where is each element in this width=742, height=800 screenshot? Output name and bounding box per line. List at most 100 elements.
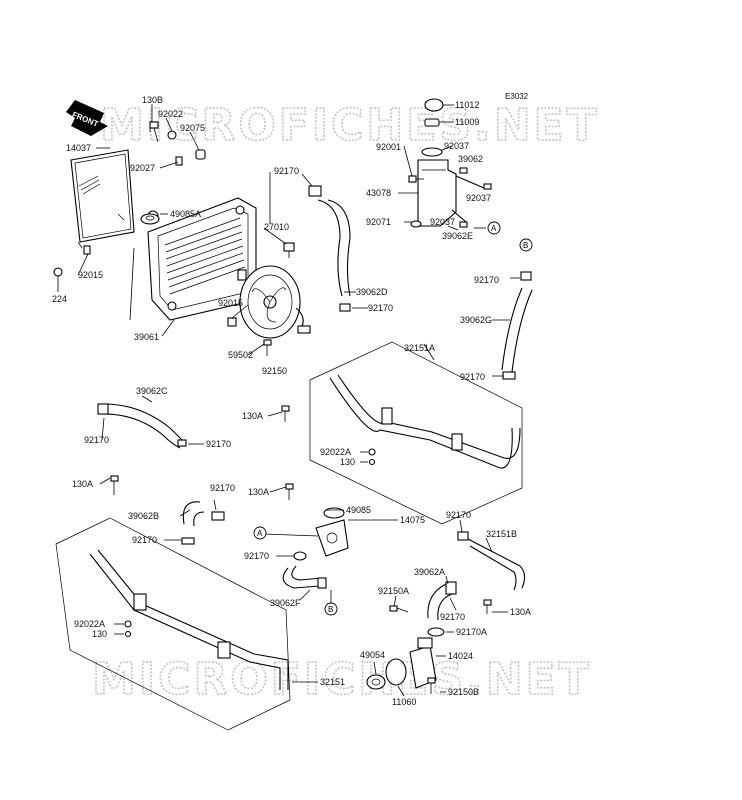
part-label-39062e: 39062E bbox=[442, 231, 473, 241]
part-label-92170-top: 92170 bbox=[274, 166, 299, 176]
washer-92022-icon bbox=[167, 130, 177, 140]
part-label-92150: 92150 bbox=[262, 366, 287, 376]
clamp-92170-g-icon bbox=[502, 371, 516, 380]
leader-lines bbox=[57, 104, 520, 697]
part-label-130a-left: 130A bbox=[72, 479, 93, 489]
bolt-130-mid-icon bbox=[368, 458, 376, 466]
part-label-92022a-mid: 92022A bbox=[320, 447, 351, 457]
part-label-92170-c2: 92170 bbox=[206, 439, 231, 449]
washer-92022a-mid-icon bbox=[368, 448, 376, 456]
reservoir-tank bbox=[410, 98, 457, 228]
part-label-32151b: 32151B bbox=[486, 529, 517, 539]
part-label-14075: 14075 bbox=[400, 515, 425, 525]
hose-39062g bbox=[501, 287, 523, 371]
part-label-49085: 49085 bbox=[346, 505, 371, 515]
part-label-130a-mid: 130A bbox=[242, 411, 263, 421]
part-label-92170-f: 92170 bbox=[132, 535, 157, 545]
part-label-92170-h: 92170 bbox=[244, 551, 269, 561]
collar-92027-icon bbox=[175, 156, 183, 166]
part-label-92015-left: 92015 bbox=[78, 270, 103, 280]
watermark-top: MICROFICHES.NET bbox=[100, 100, 600, 151]
part-label-92150a: 92150A bbox=[378, 586, 409, 596]
bolt-130a-right-icon bbox=[483, 599, 492, 614]
part-label-14037: 14037 bbox=[66, 143, 91, 153]
clamp-39062f-icon bbox=[317, 577, 327, 589]
clip-92037-c-icon bbox=[459, 221, 468, 228]
part-label-92075: 92075 bbox=[180, 123, 205, 133]
clamp-92170a-icon bbox=[427, 627, 445, 637]
part-label-92170a: 92170A bbox=[456, 627, 487, 637]
clip-92015-icon bbox=[83, 245, 91, 255]
clamp-92170-j-icon bbox=[457, 531, 469, 541]
svg-text:A: A bbox=[257, 529, 263, 538]
part-label-39062c: 39062C bbox=[136, 386, 168, 396]
bolt-92001-icon bbox=[408, 175, 424, 183]
hose-39062a bbox=[427, 583, 447, 619]
hose-39062d bbox=[317, 199, 343, 297]
clamp-92170-top-icon bbox=[308, 185, 322, 197]
front-arrow-icon: FRONT bbox=[66, 100, 108, 136]
hose-39062f bbox=[282, 567, 321, 589]
clamp-92170-c2-icon bbox=[177, 439, 187, 447]
clamp-92170-k-icon bbox=[445, 581, 457, 595]
part-label-39062f: 39062F bbox=[270, 598, 301, 608]
part-label-39062g: 39062G bbox=[460, 315, 492, 325]
part-label-49085a: 49085A bbox=[170, 209, 201, 219]
bolt-130a-mid-icon bbox=[281, 405, 290, 422]
oring-92170-f-icon bbox=[293, 551, 307, 561]
part-label-92022a-left: 92022A bbox=[74, 619, 105, 629]
hose-39062-icon bbox=[455, 175, 485, 189]
part-label-92015-mid: 92015 bbox=[218, 298, 243, 308]
part-label-49054: 49054 bbox=[360, 650, 385, 660]
pipe-32151 bbox=[55, 517, 291, 731]
svg-text:A: A bbox=[491, 224, 497, 233]
bolt-92150b-icon bbox=[427, 677, 436, 694]
bolt-92150-icon bbox=[263, 339, 272, 356]
callout-a-top: A bbox=[487, 221, 501, 235]
part-label-130b: 130B bbox=[142, 95, 163, 105]
part-label-27010: 27010 bbox=[264, 222, 289, 232]
part-label-11009: 11009 bbox=[455, 117, 479, 127]
grommet-92075-icon bbox=[195, 149, 206, 160]
part-label-92022: 92022 bbox=[158, 109, 183, 119]
clamp-92170-d-icon bbox=[339, 303, 351, 312]
thermostat-49054-icon bbox=[366, 674, 386, 690]
bolt-130-left-icon bbox=[124, 630, 132, 638]
bolt-130a-center-icon bbox=[285, 483, 294, 500]
part-label-92027: 92027 bbox=[130, 163, 155, 173]
part-label-39062a: 39062A bbox=[414, 567, 445, 577]
svg-text:B: B bbox=[328, 605, 333, 614]
clamp-92170-h-icon bbox=[181, 537, 195, 545]
part-label-92037-c: 92037 bbox=[430, 217, 455, 227]
cooling-fan bbox=[239, 265, 311, 339]
part-label-92170-e: 92170 bbox=[210, 483, 235, 493]
callout-b-bottom: B bbox=[324, 602, 338, 616]
part-label-59502: 59502 bbox=[228, 350, 253, 360]
part-label-32151a: 32151A bbox=[404, 343, 435, 353]
callout-a-bottom: A bbox=[253, 526, 267, 540]
part-label-92037-b: 92037 bbox=[466, 193, 491, 203]
hose-39062c bbox=[103, 403, 185, 443]
part-label-39062b: 39062B bbox=[128, 511, 159, 521]
pipe-32151b bbox=[465, 537, 526, 589]
part-label-39061: 39061 bbox=[134, 332, 159, 342]
clip-92037-a-icon bbox=[459, 167, 468, 174]
part-label-92170-b: 92170 bbox=[474, 275, 499, 285]
part-label-130-left: 130 bbox=[92, 629, 107, 639]
water-pipe-fitting bbox=[315, 507, 349, 557]
part-label-14024: 14024 bbox=[448, 651, 473, 661]
part-label-130a-center: 130A bbox=[248, 487, 269, 497]
part-label-130a-right: 130A bbox=[510, 607, 531, 617]
part-label-11012: 11012 bbox=[455, 100, 479, 110]
clip-92037-b-icon bbox=[483, 183, 492, 190]
bolt-130b-icon bbox=[149, 121, 159, 143]
part-label-11060: 11060 bbox=[392, 697, 416, 707]
part-label-43078: 43078 bbox=[366, 188, 391, 198]
callout-b-top: B bbox=[519, 238, 533, 252]
part-label-92170-g: 92170 bbox=[460, 372, 485, 382]
part-label-92170-k: 92170 bbox=[440, 612, 465, 622]
part-label-92150b: 92150B bbox=[448, 687, 479, 697]
part-label-92037-a: 92037 bbox=[444, 141, 469, 151]
part-labels: 130B 92022 92075 14037 92027 49085A 2701… bbox=[52, 95, 531, 707]
